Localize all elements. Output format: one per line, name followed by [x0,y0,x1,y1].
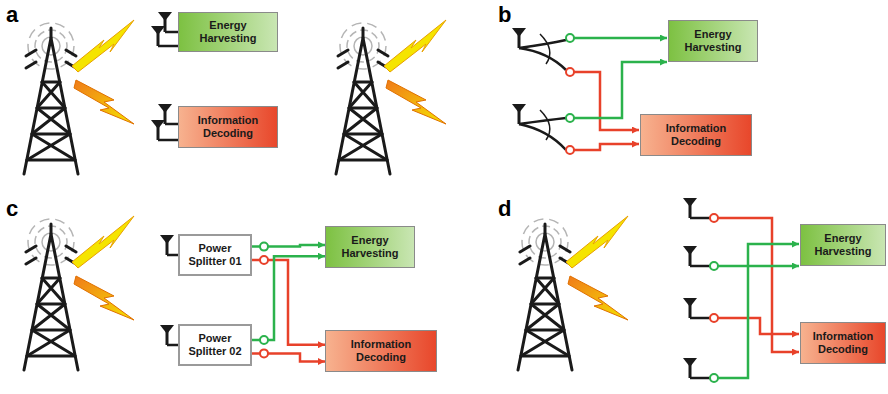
energy-harvesting-box: Energy Harvesting [178,12,278,52]
information-decoding-box: Information Decoding [800,322,886,364]
signal-connector [252,256,325,340]
antenna [151,26,165,46]
box-label: Energy Harvesting [332,234,408,260]
antenna [683,358,697,378]
box-label: Energy Harvesting [185,19,271,45]
box-label: Information Decoding [647,122,745,148]
box-label: Information Decoding [332,338,430,364]
panel-letter: b [498,4,511,26]
antenna [683,298,697,318]
switch [519,34,566,150]
base-station [24,20,134,174]
antenna [160,235,174,255]
split-terminal [260,336,268,344]
antenna [512,28,526,48]
box-label: Energy Harvesting [807,232,879,258]
information-decoding-box: Information Decoding [178,106,278,148]
antenna [151,120,165,140]
information-decoding-box: Information Decoding [325,330,437,372]
antenna [160,325,174,345]
split-terminal [260,243,268,251]
energy-harvesting-box: Energy Harvesting [325,226,415,268]
power-splitter-box: Power Splitter 02 [178,324,252,366]
signal-connector [252,260,325,345]
box-label: Information Decoding [185,114,271,140]
panel-letter: d [498,198,511,220]
panel-letter: c [6,198,18,220]
split-terminal [260,349,268,357]
box-label: Power Splitter 02 [186,332,244,358]
energy-harvesting-box: Energy Harvesting [800,224,886,266]
power-splitter-box: Power Splitter 01 [178,234,252,276]
base-station [518,216,628,370]
box-label: Power Splitter 01 [186,242,244,268]
antenna [683,246,697,266]
box-label: Information Decoding [807,330,879,356]
panel-letter: a [6,4,18,26]
base-station [24,216,134,370]
split-terminal [260,256,268,264]
antenna [683,198,697,218]
information-decoding-box: Information Decoding [640,114,752,156]
base-station [336,20,446,174]
antenna [512,104,526,124]
box-label: Energy Harvesting [675,28,751,54]
energy-harvesting-box: Energy Harvesting [668,20,758,62]
